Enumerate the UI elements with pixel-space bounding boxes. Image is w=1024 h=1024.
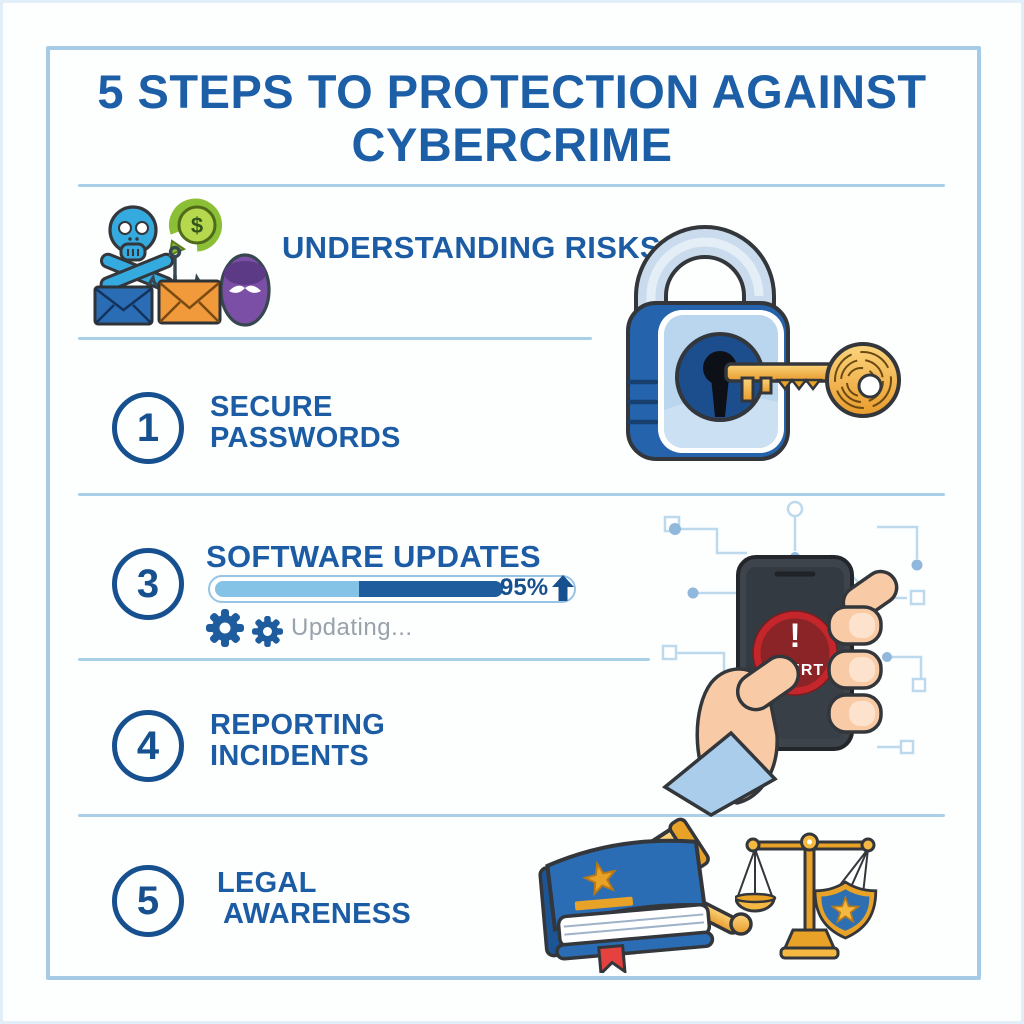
- cover-star: [581, 860, 618, 897]
- heading-line: PASSWORDS: [210, 421, 401, 454]
- heading-line: INCIDENTS: [210, 739, 369, 772]
- step-number-circle: 3: [112, 548, 184, 620]
- dollar-symbol: $: [191, 213, 203, 238]
- heading-line: AWARENESS: [223, 897, 412, 930]
- progress-fill: [215, 581, 503, 597]
- cyber-risk-icons: $: [93, 198, 271, 327]
- phone-alert-illustration: ! ALERT: [661, 500, 927, 817]
- scales-of-justice-icon: [735, 832, 876, 960]
- heading-line: REPORTING: [210, 709, 386, 741]
- update-progress-bar: [208, 575, 576, 603]
- padlock-key-icon: [626, 225, 901, 461]
- divider-under-passwords: [78, 493, 945, 496]
- page-title: 5 STEPS TO PROTECTION AGAINST CYBERCRIME: [0, 65, 1024, 171]
- arrow-up-icon: [552, 575, 575, 601]
- progress-label-group: 95%: [500, 574, 575, 602]
- law-book-gavel-icon: [538, 817, 753, 973]
- holding-hand: [661, 569, 899, 817]
- heading-line: LEGAL: [217, 867, 317, 899]
- bookmark-ribbon: [597, 943, 627, 973]
- heading-secure-passwords: SECURE PASSWORDS: [210, 392, 401, 453]
- hacker-mask-icon: [219, 253, 271, 327]
- shield-star-icon: [813, 880, 878, 940]
- skull-crossbones-icon: [99, 205, 175, 293]
- scales-shield-icon: [735, 832, 878, 960]
- title-line-1: 5 STEPS TO PROTECTION AGAINST: [97, 65, 927, 118]
- updating-status-text: Updating...: [291, 613, 413, 641]
- divider-under-incidents: [78, 814, 945, 817]
- progress-percent-label: 95%: [500, 574, 549, 601]
- heading-legal-awareness: LEGAL AWARENESS: [217, 868, 411, 929]
- alert-exclamation: !: [789, 617, 800, 655]
- divider-under-updates: [78, 658, 650, 661]
- title-line-2: CYBERCRIME: [351, 117, 673, 171]
- step-number-circle: 1: [112, 392, 184, 464]
- law-book-icon: [538, 838, 715, 973]
- heading-reporting-incidents: REPORTING INCIDENTS: [210, 710, 385, 771]
- updating-status-row: Updating...: [206, 608, 413, 647]
- divider-under-title: [78, 184, 945, 187]
- divider-under-risks: [78, 337, 592, 340]
- envelope-blue-icon: [93, 285, 154, 326]
- heading-line: SECURE: [210, 391, 333, 423]
- heading-understanding-risks: UNDERSTANDING RISKS: [282, 230, 661, 265]
- step-number-circle: 5: [112, 865, 184, 937]
- heading-software-updates: SOFTWARE UPDATES: [206, 539, 541, 574]
- envelope-orange-icon: [157, 279, 222, 325]
- gear-icon: [252, 616, 283, 647]
- gear-icon: [206, 608, 244, 647]
- step-number-circle: 4: [112, 710, 184, 782]
- key: [724, 342, 901, 418]
- sleeve: [661, 730, 778, 817]
